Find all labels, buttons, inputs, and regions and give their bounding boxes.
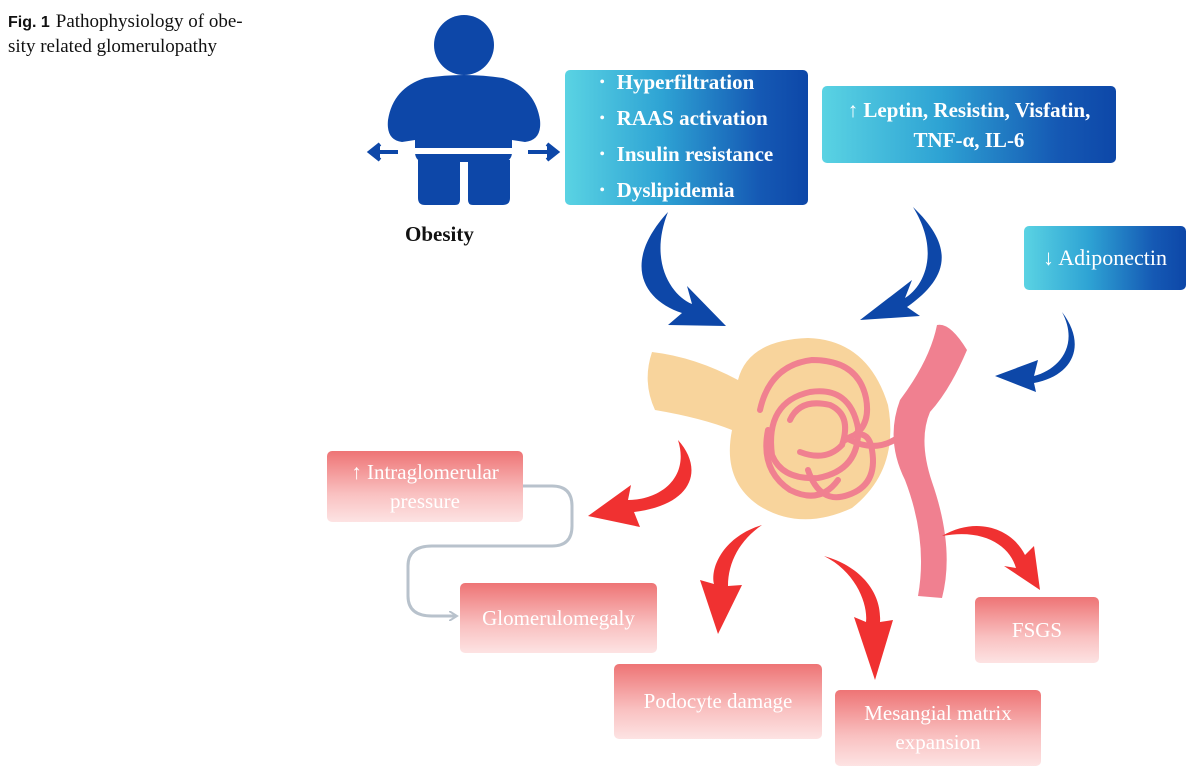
metabolic-factors-list: Hyperfiltration RAAS activation Insulin … bbox=[600, 66, 774, 210]
list-item: Dyslipidemia bbox=[600, 174, 773, 210]
podocyte-damage-box: Podocyte damage bbox=[614, 664, 822, 739]
list-item: RAAS activation bbox=[600, 102, 773, 138]
list-item: Hyperfiltration bbox=[600, 66, 773, 102]
mesangial-line-2: expansion bbox=[895, 730, 981, 754]
figure-caption: Fig. 1 Pathophysiology of obe- sity relat… bbox=[8, 10, 308, 59]
glomerulomegaly-label: Glomerulomegaly bbox=[482, 605, 635, 630]
obesity-label: Obesity bbox=[405, 222, 474, 246]
metabolic-factors-box: Hyperfiltration RAAS activation Insulin … bbox=[565, 70, 808, 205]
caption-line-1: Pathophysiology of obe- bbox=[55, 11, 243, 32]
blue-arrow-metabolic bbox=[641, 212, 726, 326]
fsgs-label: FSGS bbox=[1011, 617, 1063, 642]
blue-arrow-adiponectin bbox=[995, 312, 1075, 392]
red-arrow-fsgs bbox=[942, 526, 1040, 590]
mesangial-line-1: Mesangial matrix bbox=[864, 701, 1012, 725]
cytokines-box: ↑ Leptin, Resistin, Visfatin, TNF-α, IL-… bbox=[822, 86, 1116, 163]
cytokines-line-2: TNF-α, IL-6 bbox=[913, 127, 1025, 152]
glomerulomegaly-box: Glomerulomegaly bbox=[460, 583, 657, 653]
adiponectin-box: ↓ Adiponectin bbox=[1024, 226, 1186, 290]
podocyte-damage-label: Podocyte damage bbox=[643, 689, 793, 713]
red-arrow-mesangial bbox=[824, 556, 893, 680]
caption-line-2: sity related glomerulopathy bbox=[8, 36, 217, 57]
intraglomerular-line-2: pressure bbox=[390, 488, 460, 513]
right-arrow-icon bbox=[528, 142, 561, 162]
figure-label: Fig. 1 bbox=[8, 14, 50, 31]
intraglomerular-line-1: ↑ Intraglomerular bbox=[351, 459, 499, 484]
connector-line bbox=[406, 484, 574, 616]
list-item: Insulin resistance bbox=[600, 138, 774, 174]
fsgs-box: FSGS bbox=[975, 597, 1099, 663]
intraglomerular-pressure-box: ↑ Intraglomerular pressure bbox=[327, 451, 523, 522]
glomerulus-icon bbox=[647, 324, 967, 598]
blue-arrow-cytokines bbox=[860, 207, 942, 320]
red-arrow-podocyte bbox=[700, 525, 762, 634]
cytokines-line-1: ↑ Leptin, Resistin, Visfatin, bbox=[847, 97, 1091, 122]
mesangial-matrix-box: Mesangial matrix expansion bbox=[835, 690, 1041, 766]
left-arrow-icon bbox=[366, 142, 398, 162]
obese-person-icon bbox=[387, 15, 541, 205]
adiponectin-label: ↓ Adiponectin bbox=[1042, 245, 1168, 270]
red-arrow-intraglomerular bbox=[588, 440, 692, 527]
